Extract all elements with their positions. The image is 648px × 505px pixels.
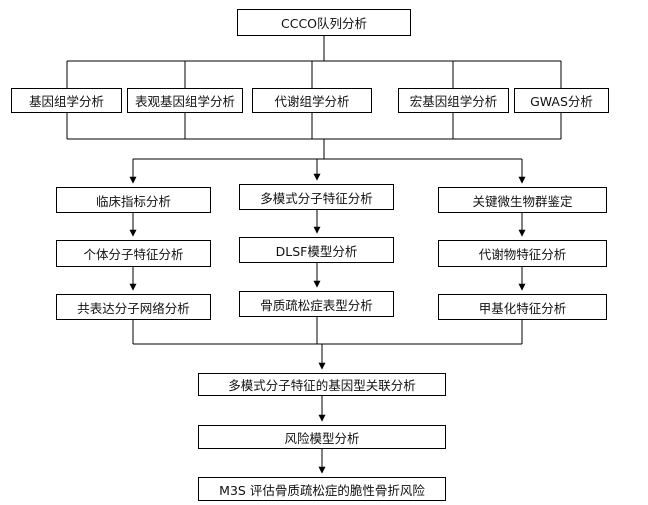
node-omics-metagenomics: 宏基因组学分析 [398,88,509,113]
node-branch-3-step-2: 代谢物特征分析 [438,240,607,267]
node-omics-metabolomics: 代谢组学分析 [252,88,372,113]
node-branch-1-step-1: 临床指标分析 [56,187,211,213]
node-omics-epigenomics: 表观基因组学分析 [127,88,243,113]
node-branch-2-step-1: 多模式分子特征分析 [239,184,394,210]
node-branch-1-step-2: 个体分子特征分析 [56,240,211,267]
node-outcome: M3S 评估骨质疏松症的脆性骨折风险 [198,477,446,501]
node-branch-2-step-3: 骨质疏松症表型分析 [239,291,394,317]
node-branch-3-step-1: 关键微生物群鉴定 [438,187,607,213]
node-omics-gwas: GWAS分析 [514,88,609,113]
node-branch-1-step-3: 共表达分子网络分析 [56,294,211,320]
node-omics-genomics: 基因组学分析 [11,88,122,113]
node-integration-analysis: 多模式分子特征的基因型关联分析 [198,373,446,396]
node-branch-3-step-3: 甲基化特征分析 [438,294,607,320]
node-risk-model: 风险模型分析 [198,425,446,449]
connector-merge-rise [132,317,523,344]
node-branch-2-step-2: DLSF模型分析 [239,237,394,263]
connector-omics-top-drop [66,61,562,88]
connector-omics-bottom-rise [66,113,562,139]
node-cohort-title: CCCO队列分析 [237,9,411,36]
